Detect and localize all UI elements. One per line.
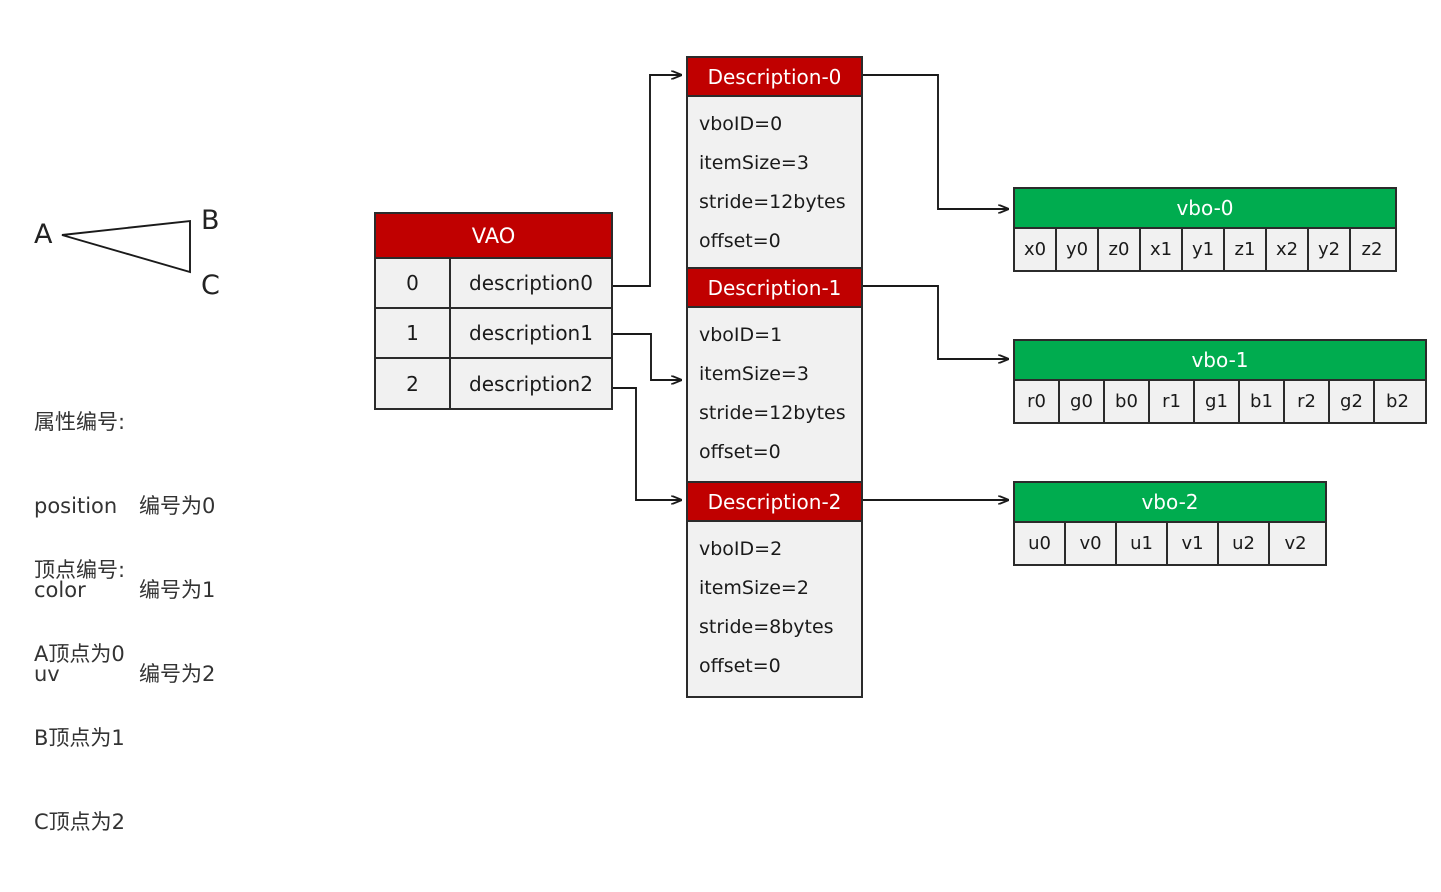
vbo-1-title: vbo-1 — [1015, 341, 1425, 381]
vertex-legend-row: A顶点为0 — [34, 642, 125, 666]
vbo-2-cells: u0 v0 u1 v1 u2 v2 — [1015, 523, 1325, 564]
description-field-stride: stride=12bytes — [699, 191, 846, 213]
vao-table: VAO 0 description0 1 description1 2 desc… — [374, 212, 613, 410]
attribute-name: uv — [34, 662, 60, 686]
vbo-cell: x1 — [1141, 229, 1183, 270]
triangle-vertex-b-label: B — [201, 205, 220, 236]
description-field-vboid: vboID=1 — [699, 324, 783, 346]
description-field-offset: offset=0 — [699, 230, 781, 252]
vbo-cell: z1 — [1225, 229, 1267, 270]
vertex-legend-title: 顶点编号: — [34, 558, 126, 582]
vbo-cell: r2 — [1285, 381, 1330, 422]
vao-row-index: 2 — [376, 359, 451, 409]
vbo-cell: b0 — [1105, 381, 1150, 422]
vbo-cell: v0 — [1066, 523, 1117, 564]
vbo-cell: u1 — [1117, 523, 1168, 564]
vbo-1-table: vbo-1 r0 g0 b0 r1 g1 b1 r2 g2 b2 — [1013, 339, 1427, 424]
vao-row-description: description0 — [469, 271, 593, 295]
vbo-cell: y1 — [1183, 229, 1225, 270]
vao-title: VAO — [376, 214, 611, 259]
attribute-value: 编号为2 — [139, 662, 216, 686]
vbo-cell: u2 — [1219, 523, 1270, 564]
description-field-vboid: vboID=2 — [699, 538, 783, 560]
description-field-itemsize: itemSize=3 — [699, 152, 809, 174]
attribute-legend-row: position 编号为0 — [34, 492, 215, 520]
vbo-2-table: vbo-2 u0 v0 u1 v1 u2 v2 — [1013, 481, 1327, 566]
attribute-value: 编号为1 — [139, 578, 216, 602]
wire-desc1-to-vbo1 — [863, 285, 1008, 359]
vbo-cell: g1 — [1195, 381, 1240, 422]
vbo-cell: x0 — [1015, 229, 1057, 270]
vao-row[interactable]: 2 description2 — [376, 359, 611, 409]
vbo-cell: u0 — [1015, 523, 1066, 564]
vbo-cell: r1 — [1150, 381, 1195, 422]
description-0-title: Description-0 — [688, 58, 861, 97]
description-1-body: vboID=1 itemSize=3 stride=12bytes offset… — [688, 308, 861, 482]
vao-row-description: description1 — [469, 321, 593, 345]
description-field-stride: stride=12bytes — [699, 402, 846, 424]
vertex-legend: 顶点编号: A顶点为0 B顶点为1 C顶点为2 — [34, 500, 125, 892]
attribute-value: 编号为0 — [139, 494, 216, 518]
vbo-0-cells: x0 y0 z0 x1 y1 z1 x2 y2 z2 — [1015, 229, 1395, 270]
vertex-legend-row: C顶点为2 — [34, 810, 126, 834]
vbo-cell: b1 — [1240, 381, 1285, 422]
description-field-offset: offset=0 — [699, 441, 781, 463]
vbo-cell: y2 — [1309, 229, 1351, 270]
description-field-offset: offset=0 — [699, 655, 781, 677]
description-1-title: Description-1 — [688, 269, 861, 308]
wire-vao0-to-desc0 — [613, 75, 681, 287]
attribute-legend-row: uv 编号为2 — [34, 660, 215, 688]
vbo-cell: x2 — [1267, 229, 1309, 270]
diagram-canvas: A B C 属性编号: position 编号为0 color 编号为1 uv … — [34, 56, 1427, 834]
description-2-body: vboID=2 itemSize=2 stride=8bytes offset=… — [688, 522, 861, 696]
vbo-cell: y0 — [1057, 229, 1099, 270]
description-field-stride: stride=8bytes — [699, 616, 834, 638]
description-field-itemsize: itemSize=3 — [699, 363, 809, 385]
vao-row[interactable]: 0 description0 — [376, 259, 611, 309]
vao-row[interactable]: 1 description1 — [376, 309, 611, 359]
vao-row-index: 0 — [376, 259, 451, 307]
attribute-name: color — [34, 578, 86, 602]
triangle-vertex-a-label: A — [34, 219, 53, 250]
vbo-cell: g2 — [1330, 381, 1375, 422]
wire-desc0-to-vbo0 — [863, 74, 1008, 209]
triangle-vertex-c-label: C — [201, 270, 220, 301]
vbo-cell: v2 — [1284, 533, 1307, 554]
vbo-0-title: vbo-0 — [1015, 189, 1395, 229]
description-2-box: Description-2 vboID=2 itemSize=2 stride=… — [686, 481, 863, 698]
description-field-itemsize: itemSize=2 — [699, 577, 809, 599]
vbo-cell: r0 — [1015, 381, 1060, 422]
vbo-cell: g0 — [1060, 381, 1105, 422]
triangle-shape — [61, 219, 191, 274]
wire-vao2-to-desc2 — [613, 387, 681, 500]
vbo-1-cells: r0 g0 b0 r1 g1 b1 r2 g2 b2 — [1015, 381, 1425, 422]
attribute-name: position — [34, 494, 118, 518]
vertex-legend-row: B顶点为1 — [34, 726, 125, 750]
description-1-box: Description-1 vboID=1 itemSize=3 stride=… — [686, 267, 863, 484]
attribute-legend: 属性编号: position 编号为0 color 编号为1 uv 编号为2 — [34, 352, 215, 744]
vbo-cell: z2 — [1361, 239, 1383, 260]
vbo-cell: b2 — [1386, 391, 1409, 412]
description-field-vboid: vboID=0 — [699, 113, 783, 135]
attribute-legend-row: color 编号为1 — [34, 576, 215, 604]
vbo-cell: v1 — [1168, 523, 1219, 564]
wire-vao1-to-desc1 — [613, 333, 681, 380]
attribute-legend-title: 属性编号: — [34, 410, 126, 434]
vbo-2-title: vbo-2 — [1015, 483, 1325, 523]
vao-row-index: 1 — [376, 309, 451, 357]
vbo-0-table: vbo-0 x0 y0 z0 x1 y1 z1 x2 y2 z2 — [1013, 187, 1397, 272]
description-0-box: Description-0 vboID=0 itemSize=3 stride=… — [686, 56, 863, 273]
description-2-title: Description-2 — [688, 483, 861, 522]
description-0-body: vboID=0 itemSize=3 stride=12bytes offset… — [688, 97, 861, 271]
vao-row-description: description2 — [469, 372, 593, 396]
vbo-cell: z0 — [1099, 229, 1141, 270]
